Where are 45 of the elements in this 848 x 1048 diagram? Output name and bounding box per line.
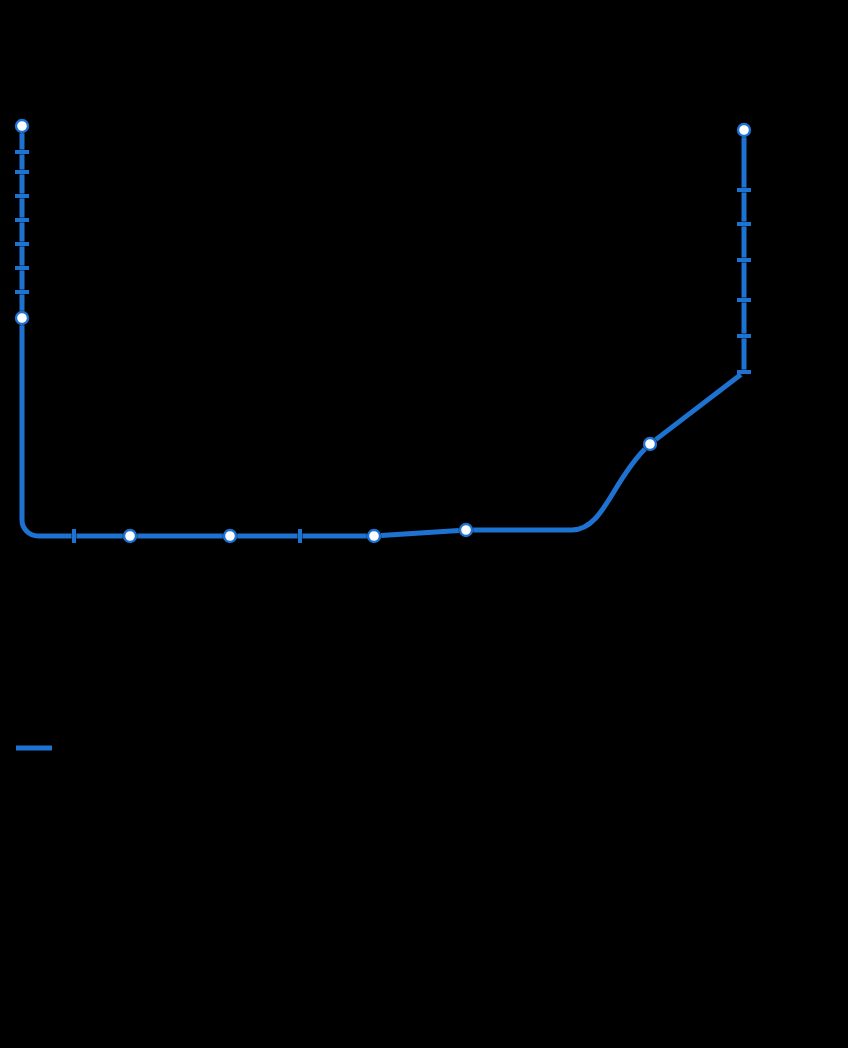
- line-segment: [473, 447, 647, 533]
- interchange-station: [642, 436, 658, 452]
- station-tick: [298, 529, 302, 543]
- station-tick: [737, 222, 751, 226]
- line-segment: [741, 302, 747, 334]
- interchange-station: [736, 122, 752, 138]
- station-tick: [15, 242, 29, 246]
- line-segment: [381, 527, 459, 538]
- station-tick: [737, 188, 751, 192]
- line-segment: [302, 533, 367, 539]
- line-segment: [19, 246, 25, 266]
- line-segment: [741, 192, 747, 222]
- station-tick: [15, 170, 29, 174]
- line-segment: [19, 154, 25, 170]
- line-segment: [741, 137, 747, 188]
- station-tick: [737, 370, 751, 374]
- station-tick: [15, 266, 29, 270]
- line-segment: [654, 372, 743, 442]
- station-tick: [15, 290, 29, 294]
- interchange-station: [366, 528, 382, 544]
- interchange-station: [222, 528, 238, 544]
- station-tick: [15, 218, 29, 222]
- station-tick: [737, 334, 751, 338]
- line-segment: [76, 533, 123, 539]
- line-segment: [741, 226, 747, 258]
- station-tick: [737, 258, 751, 262]
- interchange-station: [458, 522, 474, 538]
- line-segment: [19, 133, 25, 150]
- line-segment: [741, 262, 747, 298]
- line-segment: [19, 222, 25, 242]
- station-tick: [737, 298, 751, 302]
- line-segment: [19, 270, 25, 290]
- interchange-station: [122, 528, 138, 544]
- station-tick: [72, 529, 76, 543]
- station-tick: [15, 194, 29, 198]
- line-segment: [741, 338, 747, 370]
- interchange-station: [14, 118, 30, 134]
- line-segment: [237, 533, 298, 539]
- station-tick: [15, 150, 29, 154]
- line-segment: [19, 294, 25, 311]
- line-segment: [19, 174, 25, 194]
- line-segment: [137, 533, 223, 539]
- interchange-station: [14, 310, 30, 326]
- line-segment: [19, 325, 72, 539]
- line-segment: [19, 198, 25, 218]
